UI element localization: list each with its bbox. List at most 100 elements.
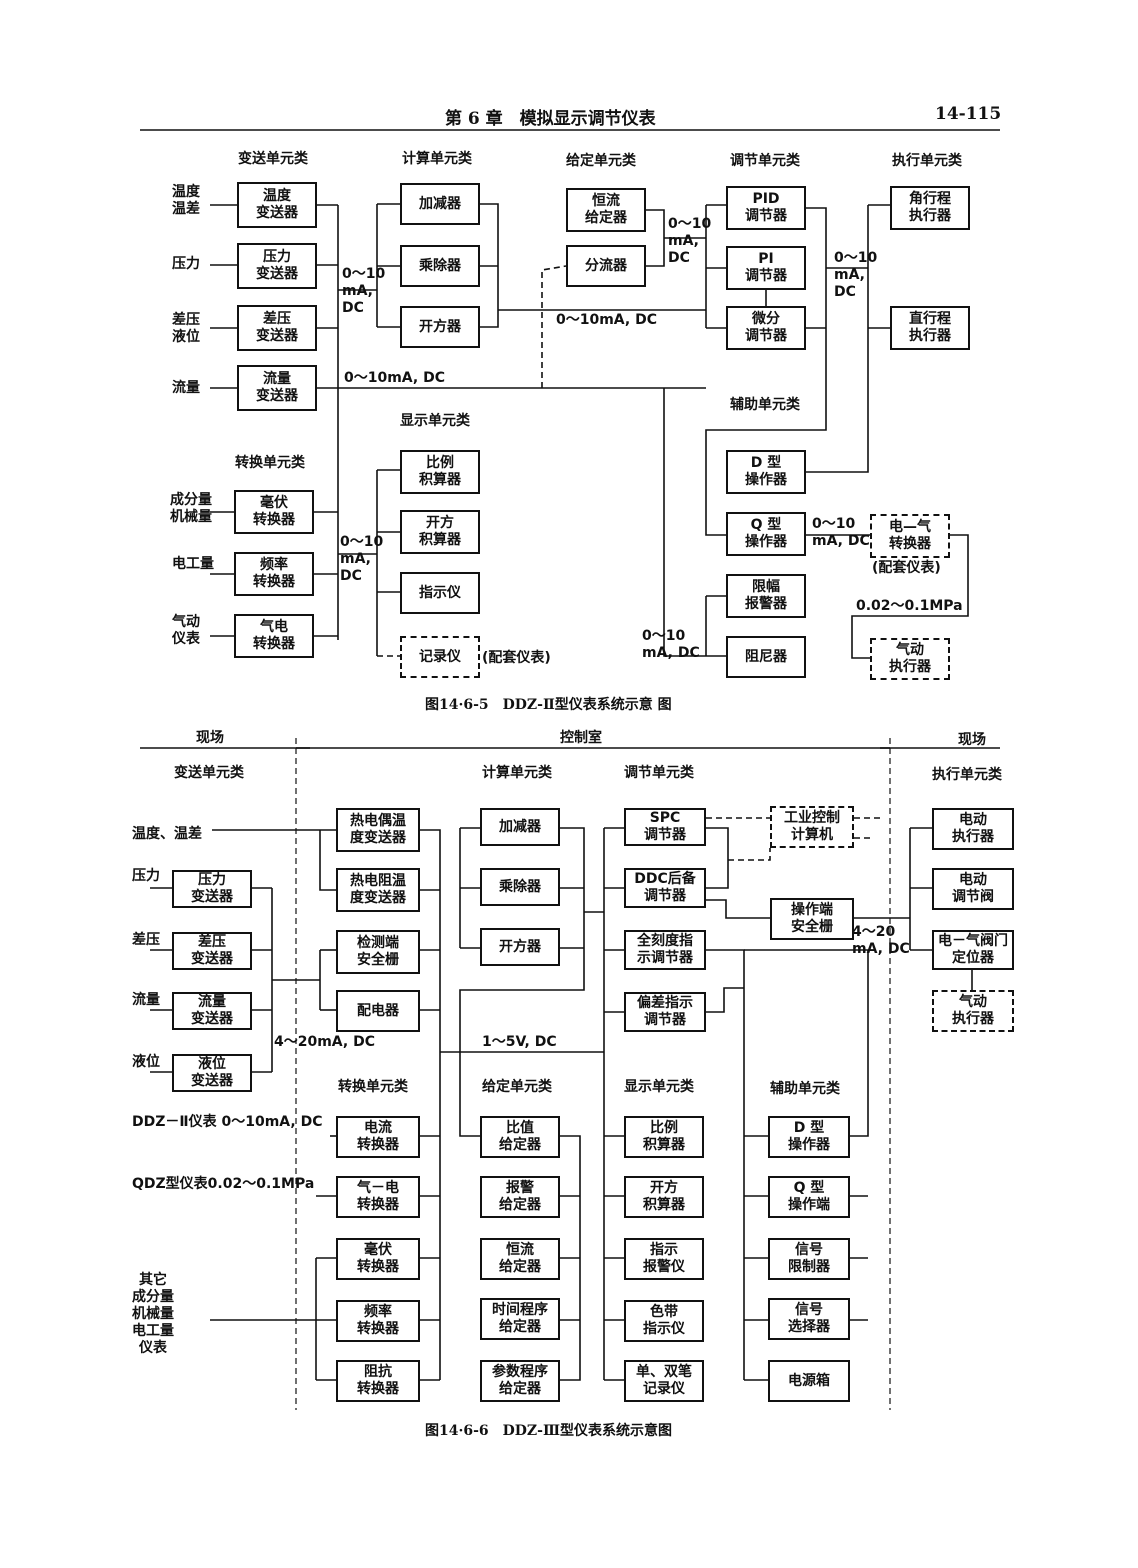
fig2-flow-tx-box: 流量 变送器 <box>172 992 252 1030</box>
f2-signal-1: 4～20mA, DC <box>274 1034 375 1050</box>
f1-input-elec: 电工量 <box>172 556 214 572</box>
fig2-sqrt-int-box: 开方 积算器 <box>624 1176 704 1218</box>
fig2-param-prog-box: 参数程序 给定器 <box>480 1360 560 1402</box>
fig1-limit-alarm-box: 限幅 报警器 <box>726 574 806 618</box>
f1-input-temp: 温度 温差 <box>172 184 200 217</box>
fig1-angle-act-box: 角行程 执行器 <box>890 186 970 230</box>
f2-signal-3: 4～20 mA, DC <box>852 924 910 957</box>
chapter-title: 第 6 章 模拟显示调节仪表 <box>445 109 656 129</box>
fig2-pe-conv-box: 气－电 转换器 <box>336 1176 420 1218</box>
f2-zone-field-right: 现场 <box>958 732 986 748</box>
f1-note-ep: (配套仪表) <box>872 560 941 576</box>
f1-cat-compute: 计算单元类 <box>402 151 472 167</box>
f2-input-dp: 差压 <box>132 932 160 948</box>
fig2-const-set-box: 恒流 给定器 <box>480 1238 560 1280</box>
fig2-dp-tx-box: 差压 变送器 <box>172 932 252 970</box>
fig2-e-act-box: 电动 执行器 <box>932 808 1014 850</box>
f2-input-flow: 流量 <box>132 992 160 1008</box>
fig1-flow-tx-box: 流量 变送器 <box>237 365 317 411</box>
f1-input-pneu: 气动 仪表 <box>172 614 200 647</box>
f2-cat-actuator: 执行单元类 <box>932 767 1002 783</box>
fig1-damper-box: 阻尼器 <box>726 636 806 678</box>
fig1-dp-tx-box: 差压 变送器 <box>237 305 317 351</box>
f1-cat-setpoint: 给定单元类 <box>566 153 636 169</box>
f2-cat-setpoint: 给定单元类 <box>482 1079 552 1095</box>
fig2-time-prog-box: 时间程序 给定器 <box>480 1298 560 1340</box>
fig1-splitter-box: 分流器 <box>566 245 646 287</box>
f1-signal-7: 0～10 mA, DC <box>812 516 870 549</box>
fig2-dev-ind-box: 偏差指示 调节器 <box>624 992 706 1032</box>
f1-signal-8: 0～10 mA, DC <box>642 628 700 661</box>
fig1-mv-box: 毫伏 转换器 <box>234 490 314 534</box>
fig2-det-barrier-box: 检测端 安全栅 <box>336 930 420 974</box>
fig1-temp-tx-box: 温度 变送器 <box>237 182 317 228</box>
fig1-recorder-box: 记录仪 <box>400 636 480 678</box>
fig2-ep-pos-box: 电－气阀门 定位器 <box>932 930 1014 970</box>
fig2-ind-alarm-box: 指示 报警仪 <box>624 1238 704 1280</box>
f2-input-ddz2: DDZ－Ⅱ仪表 0～10mA, DC <box>132 1114 323 1130</box>
fig2-ratio-int-box: 比例 积算器 <box>624 1116 704 1158</box>
f1-signal-3: 0～10mA, DC <box>556 312 657 328</box>
fig2-d-op-box: D 型 操作器 <box>768 1116 850 1158</box>
fig2-ipc-box: 工业控制 计算机 <box>770 806 854 848</box>
f2-cat-compute: 计算单元类 <box>482 765 552 781</box>
fig1-ep-box: 电—气 转换器 <box>870 514 950 558</box>
fig2-full-ind-box: 全刻度指 示调节器 <box>624 930 706 970</box>
fig2-sqrt-box: 开方器 <box>480 928 560 966</box>
fig1-press-tx-box: 压力 变送器 <box>237 243 317 289</box>
fig2-sig-lim-box: 信号 限制器 <box>768 1238 850 1280</box>
fig1-ratio-int-box: 比例 积算器 <box>400 450 480 494</box>
fig1-add-box: 加减器 <box>400 183 480 225</box>
f1-cat-aux: 辅助单元类 <box>730 397 800 413</box>
fig1-q-op-box: Q 型 操作器 <box>726 512 806 556</box>
f2-input-level: 液位 <box>132 1054 160 1070</box>
fig2-pen-rec-box: 单、双笔 记录仪 <box>624 1360 704 1402</box>
fig2-add-box: 加减器 <box>480 808 560 846</box>
f1-cat-control: 调节单元类 <box>730 153 800 169</box>
f2-input-pressure: 压力 <box>132 868 160 884</box>
f1-cat-transmit: 变送单元类 <box>238 151 308 167</box>
f1-caption: 图14·6-5 DDZ-Ⅱ型仪表系统示意 图 <box>425 697 672 713</box>
fig1-d-op-box: D 型 操作器 <box>726 450 806 494</box>
f1-input-pressure: 压力 <box>172 256 200 272</box>
fig2-mv-conv-box: 毫伏 转换器 <box>336 1238 420 1280</box>
f2-cat-aux: 辅助单元类 <box>770 1081 840 1097</box>
fig2-pneu-act-box: 气动 执行器 <box>932 990 1014 1032</box>
fig2-power-box: 电源箱 <box>768 1360 850 1402</box>
fig1-const-set-box: 恒流 给定器 <box>566 188 646 232</box>
f1-signal-2: 0～10 mA, DC <box>340 534 384 584</box>
fig1-sqrt-box: 开方器 <box>400 306 480 348</box>
fig2-rtd-tx-box: 热电阻温 度变送器 <box>336 868 420 912</box>
fig2-press-tx-box: 压力 变送器 <box>172 870 252 908</box>
fig1-pi-box: PI 调节器 <box>726 246 806 290</box>
fig2-spc-box: SPC 调节器 <box>624 808 706 846</box>
f1-cat-actuator: 执行单元类 <box>892 153 962 169</box>
f2-cat-display: 显示单元类 <box>624 1079 694 1095</box>
f2-input-qdz: QDZ型仪表0.02～0.1MPa <box>132 1176 315 1192</box>
fig1-freq-box: 频率 转换器 <box>234 552 314 596</box>
f2-zone-field-left: 现场 <box>196 730 224 746</box>
f1-input-comp: 成分量 机械量 <box>170 492 212 525</box>
fig1-sqrt-int-box: 开方 积算器 <box>400 510 480 554</box>
f2-cat-control: 调节单元类 <box>624 765 694 781</box>
f2-input-temp: 温度、温差 <box>132 826 202 842</box>
fig2-freq-conv-box: 频率 转换器 <box>336 1300 420 1342</box>
fig1-pneu-act-box: 气动 执行器 <box>870 638 950 680</box>
f2-signal-2: 1～5V, DC <box>482 1034 557 1050</box>
fig1-indicator-box: 指示仪 <box>400 572 480 614</box>
f2-input-other: 其它 成分量 机械量 电工量 仪表 <box>132 1272 174 1356</box>
f2-cat-convert: 转换单元类 <box>338 1079 408 1095</box>
fig2-ddc-box: DDC后备 调节器 <box>624 868 706 908</box>
fig2-ratio-set-box: 比值 给定器 <box>480 1116 560 1158</box>
f1-input-dp: 差压 液位 <box>172 312 200 345</box>
fig2-tc-tx-box: 热电偶温 度变送器 <box>336 808 420 852</box>
f1-signal-1: 0～10 mA, DC <box>342 266 386 316</box>
fig2-imp-conv-box: 阻抗 转换器 <box>336 1360 420 1402</box>
f1-signal-4: 0～10mA, DC <box>344 370 445 386</box>
fig2-alarm-set-box: 报警 给定器 <box>480 1176 560 1218</box>
fig2-e-valve-box: 电动 调节阀 <box>932 868 1014 910</box>
f1-cat-display: 显示单元类 <box>400 413 470 429</box>
page-number: 14-115 <box>935 104 1002 124</box>
